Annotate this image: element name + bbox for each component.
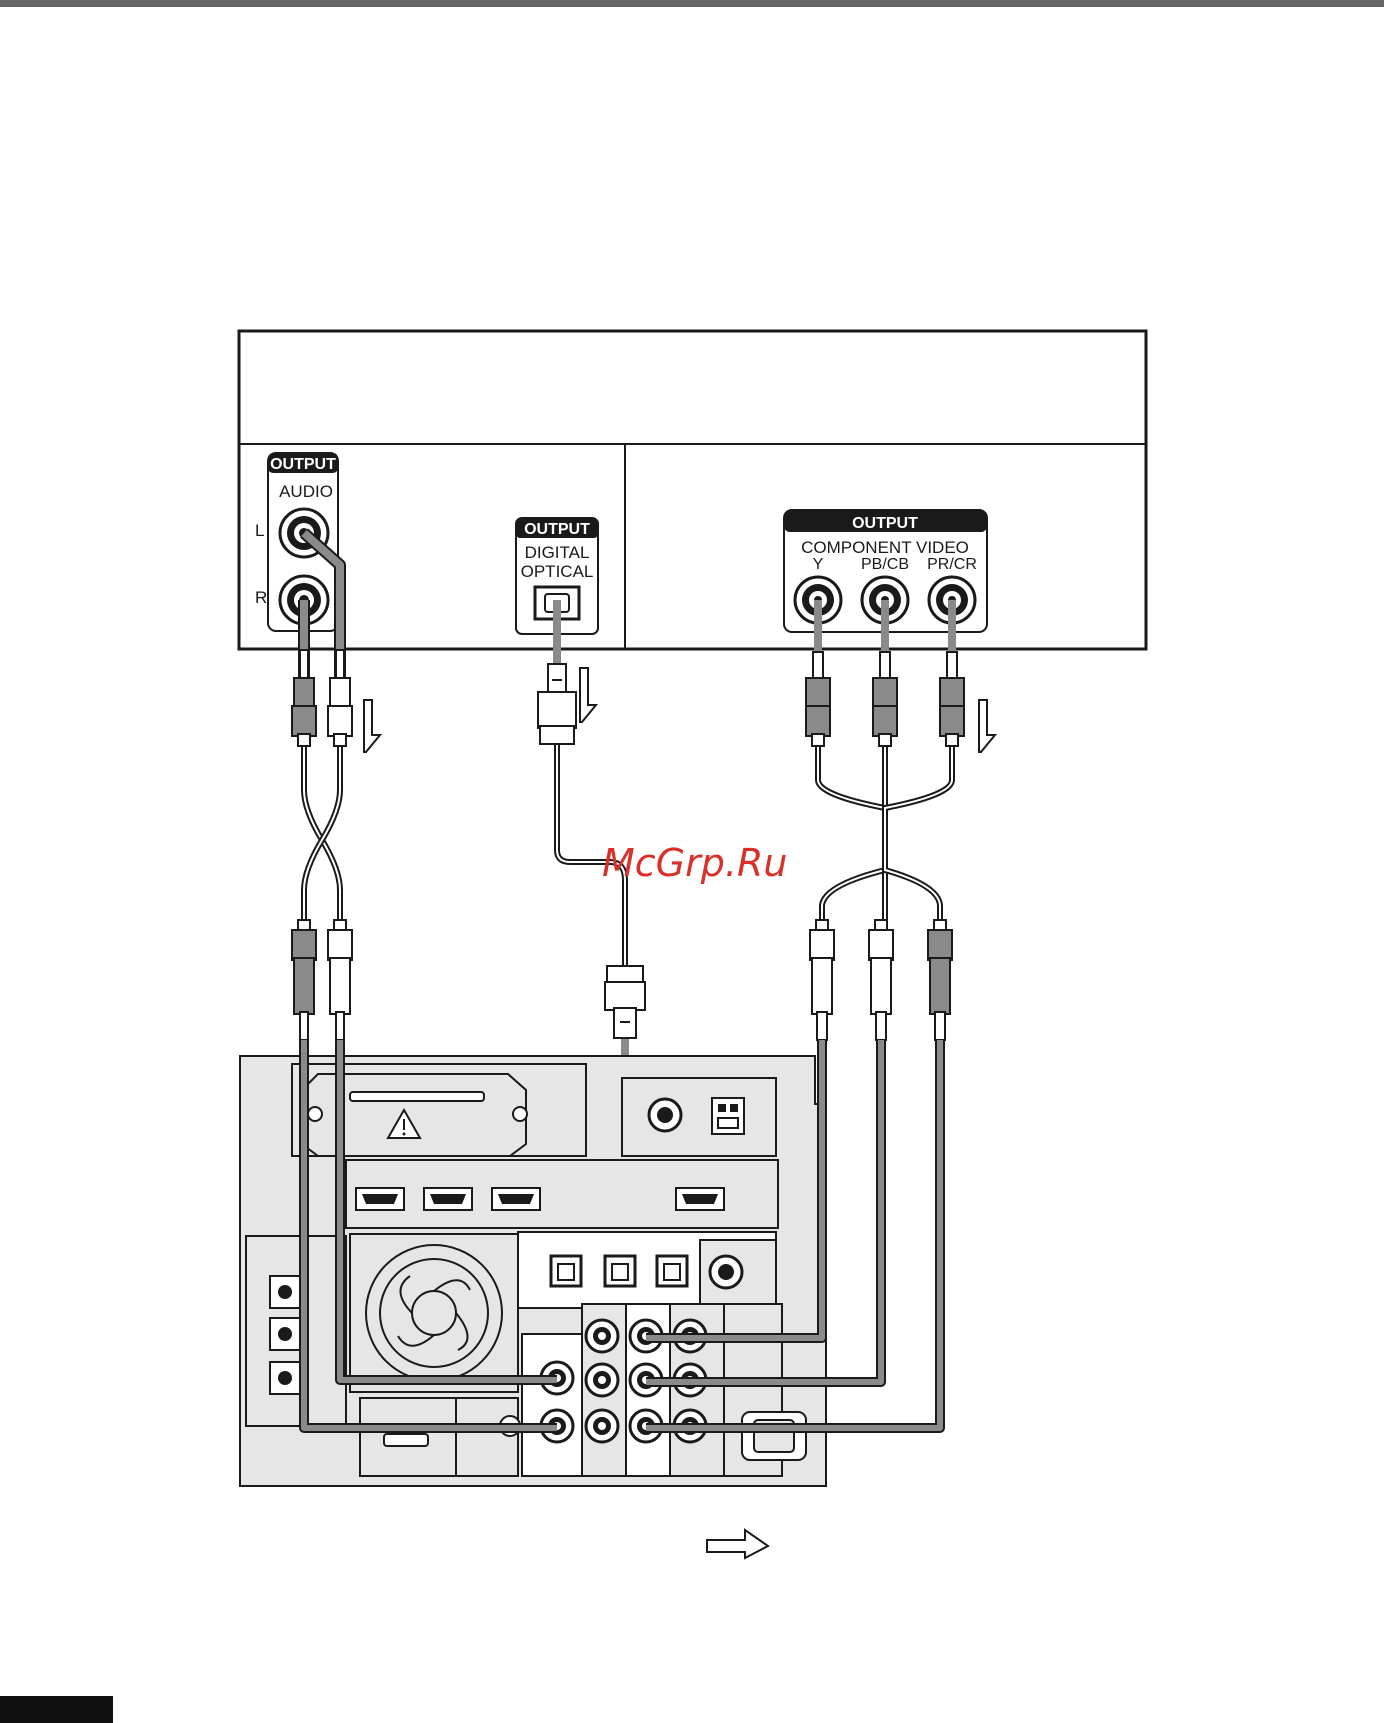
rca-input-jack[interactable] [586,1410,618,1442]
hdmi-port[interactable] [356,1188,404,1210]
component-pr-label: PR/CR [927,556,977,573]
component-y-label: Y [813,556,824,573]
audio-plug-right-upper [328,650,352,746]
audio-plug-right-lower [328,920,352,1040]
rca-input-jack[interactable] [586,1364,618,1396]
component-output-tag: OUTPUT [852,515,918,532]
down-arrow-icon [580,668,596,722]
fm-terminal[interactable] [712,1098,744,1134]
optical-input-jack[interactable] [605,1256,635,1286]
speaker-terminal[interactable] [270,1362,300,1394]
speaker-terminal[interactable] [270,1318,300,1350]
audio-output-block: OUTPUT AUDIO L R [255,453,338,631]
audio-output-title: AUDIO [279,482,333,501]
antenna-jack[interactable] [649,1099,681,1131]
component-plug-pr-upper [940,652,964,746]
hdmi-port[interactable] [492,1188,540,1210]
down-arrow-icon [979,700,995,752]
component-plug-y-lower [810,920,834,1040]
audio-output-tag: OUTPUT [270,456,336,473]
audio-right-label: R [255,588,267,607]
audio-plug-left-upper [292,650,316,746]
receiver-rear-panel [240,1056,826,1486]
down-arrow-icon [364,700,380,752]
component-plug-pb-lower [869,920,893,1040]
optical-output-tag: OUTPUT [524,521,590,538]
audio-left-label: L [255,521,264,540]
rca-input-jack[interactable] [586,1320,618,1352]
component-pb-label: PB/CB [861,556,909,573]
component-plug-y-upper [806,652,830,746]
optical-plug-lower [605,966,645,1038]
watermark: McGrp.Ru [602,841,787,885]
top-bar [0,0,1384,7]
cooling-fan [350,1234,518,1392]
component-triple-wire [818,740,952,925]
audio-twin-wire [304,740,340,930]
audio-plug-left-lower [292,920,316,1040]
source-device-panel: OUTPUT AUDIO L R OUTPUT DIGITAL OP [239,331,1146,649]
optical-input-jack[interactable] [551,1256,581,1286]
optical-input-jack[interactable] [657,1256,687,1286]
component-plug-pr-lower [928,920,952,1040]
component-output-title: COMPONENT VIDEO [801,538,969,557]
optical-output-line2: OPTICAL [521,562,594,581]
optical-plug-upper [538,664,576,744]
component-plug-pb-upper [873,652,897,746]
speaker-terminal[interactable] [270,1276,300,1308]
hdmi-port[interactable] [676,1188,724,1210]
optical-output-line1: DIGITAL [525,543,590,562]
hdmi-port[interactable] [424,1188,472,1210]
ac-inlet [742,1412,806,1460]
coaxial-input-jack[interactable] [710,1256,742,1288]
signal-flow-arrow-icon [707,1530,768,1558]
page-tab [0,1696,113,1723]
